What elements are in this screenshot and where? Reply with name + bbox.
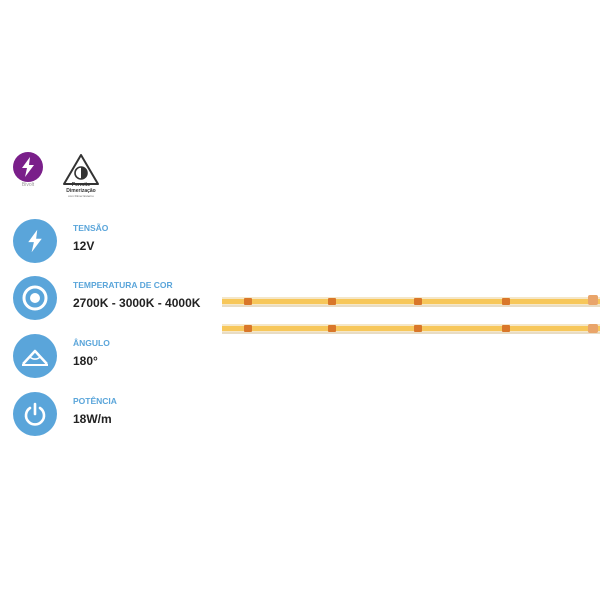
power-icon [13,392,57,436]
color-temperature-icon [13,276,57,320]
dimmer-caption-line2: Dimerização [66,187,96,194]
spec-angle-label: ÂNGULO [73,338,110,348]
spec-color-temperature-value: 2700K - 3000K - 4000K [73,296,201,310]
dimmer-caption: Permite Dimerização com Dimer Externo [51,182,111,200]
led-strip-image [222,286,600,346]
spec-voltage-value: 12V [73,239,95,253]
bivolt-caption: Bivolt [21,182,35,188]
lightning-icon [22,157,34,177]
spec-color-temperature-label: TEMPERATURA DE COR [73,280,173,290]
dimmer-caption-line3: com Dimer Externo [68,194,94,198]
dimmer-caption-line1: Permite [71,182,91,188]
led-strip-bottom [222,324,600,334]
spec-angle: ÂNGULO 180° [13,334,223,380]
feature-badges: Bivolt Permite Dimerização com Dimer Ext… [13,152,113,202]
spec-power-value: 18W/m [73,412,112,426]
spec-voltage-label: TENSÃO [73,223,109,233]
dimmer-icon [63,154,99,185]
spec-angle-value: 180° [73,354,98,368]
led-strip-top [222,295,600,307]
angle-icon [13,334,57,378]
spec-color-temperature: TEMPERATURA DE COR 2700K - 3000K - 4000K [13,276,223,322]
spec-power-label: POTÊNCIA [73,396,117,406]
spec-power: POTÊNCIA 18W/m [13,392,223,438]
bivolt-badge [13,152,43,182]
lightning-icon [13,219,57,263]
spec-voltage: TENSÃO 12V [13,219,223,265]
